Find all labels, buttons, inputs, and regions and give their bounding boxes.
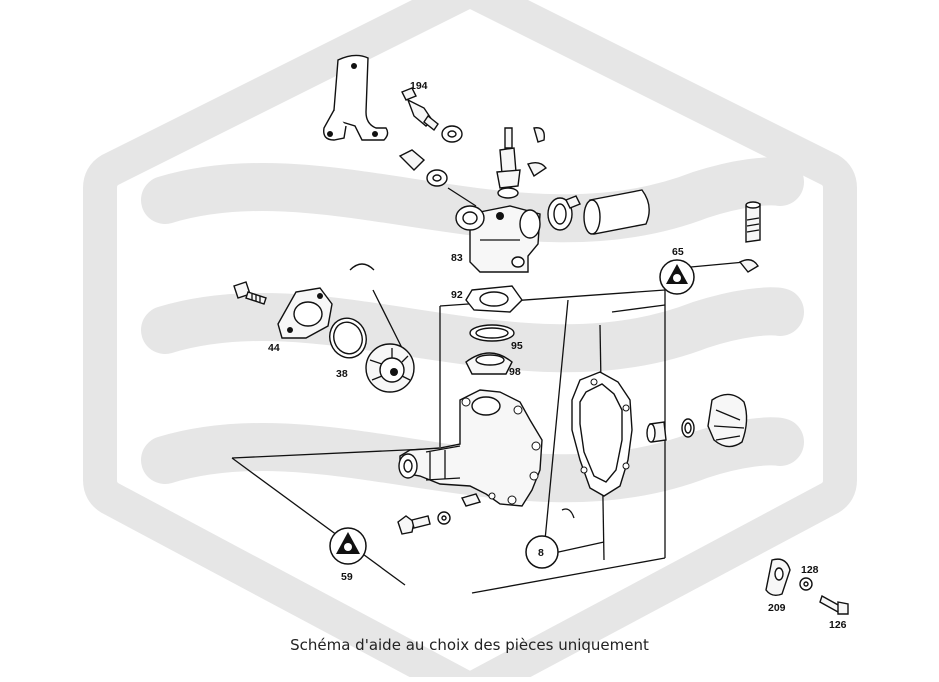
bolt-bottom	[397, 511, 451, 535]
assembly-lines	[231, 187, 746, 594]
o-ring-95	[469, 324, 515, 342]
washer-128	[799, 577, 813, 591]
temperature-sender-194	[401, 87, 463, 143]
reference-circle-59	[329, 527, 367, 565]
diagram-caption: Schéma d'aide au choix des pièces unique…	[290, 636, 649, 654]
hose-clamp-part	[547, 195, 581, 231]
small-screw	[460, 493, 482, 507]
temp-switch-part	[496, 127, 548, 199]
label-209: 209	[768, 602, 786, 614]
small-clip	[561, 508, 575, 519]
label-126: 126	[829, 619, 847, 631]
label-38: 38	[336, 368, 348, 380]
label-65: 65	[672, 246, 684, 258]
bolt-left	[233, 281, 267, 305]
watermark-logo	[83, 0, 857, 682]
label-8: 8	[538, 547, 544, 559]
label-59: 59	[341, 571, 353, 583]
bracket-part	[323, 54, 389, 141]
thermostat-98	[465, 352, 513, 375]
bushing-part	[646, 418, 695, 443]
arc-line	[349, 263, 375, 271]
o-ring-38	[329, 317, 367, 359]
label-98: 98	[509, 366, 521, 378]
clamp-209	[765, 558, 791, 597]
label-83: 83	[451, 252, 463, 264]
pump-gasket	[571, 371, 633, 497]
plug-part	[398, 149, 448, 187]
reference-circle-8	[525, 535, 559, 569]
right-sensor-part	[738, 201, 761, 273]
cover-44	[277, 287, 333, 339]
water-pump-body	[398, 389, 543, 507]
thermostat-housing-83	[455, 205, 541, 273]
reference-circle-65	[659, 259, 695, 295]
gasket-92	[465, 285, 523, 313]
label-44: 44	[268, 342, 280, 354]
label-194: 194	[410, 80, 428, 92]
impeller-left	[365, 343, 415, 393]
label-128: 128	[801, 564, 819, 576]
hose-part	[583, 189, 650, 235]
bolt-126	[819, 594, 849, 615]
part-labels: 194 83 92 95 98 65 44 38 59 8 128 209 12…	[268, 80, 847, 631]
label-92: 92	[451, 289, 463, 301]
label-95: 95	[511, 340, 523, 352]
impeller-right	[707, 393, 748, 448]
